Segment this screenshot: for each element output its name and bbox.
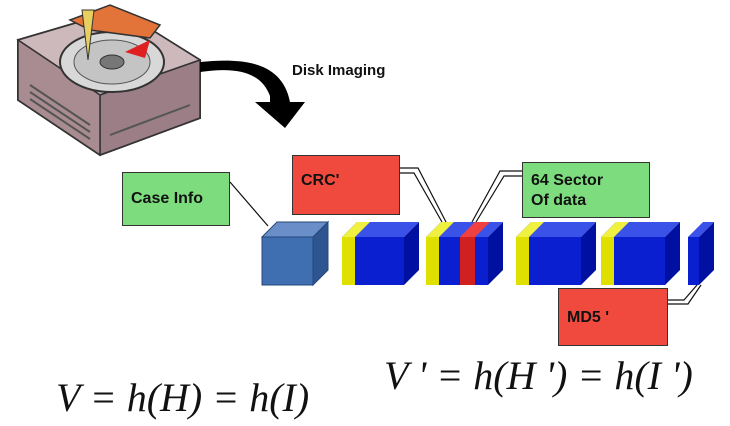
sector-line-1: 64 Sector xyxy=(531,172,604,189)
data-block-4 xyxy=(601,222,680,285)
sector-line-2: Of data xyxy=(531,192,587,209)
disk-imaging-arrow xyxy=(200,60,305,128)
md5-label: MD5 ' xyxy=(558,288,668,346)
md5-connector xyxy=(668,284,698,301)
md5-text: MD5 ' xyxy=(567,309,610,326)
case-info-label: Case Info xyxy=(122,172,230,226)
crc-label: CRC' xyxy=(292,155,400,215)
case-info-connector xyxy=(229,181,269,227)
case-info-block xyxy=(260,220,330,287)
original-hash-formula: V = h(H) = h(I) xyxy=(56,375,310,420)
crc-connector xyxy=(400,167,447,223)
crc-text: CRC' xyxy=(301,172,340,189)
md5-block xyxy=(688,222,714,285)
image-hash-formula: V ' = h(H ') = h(I ') xyxy=(384,353,693,398)
data-block-1 xyxy=(342,222,419,285)
sector-label: 64 Sector Of data xyxy=(522,162,650,218)
hard-drive-icon xyxy=(16,4,202,157)
data-block-crc xyxy=(426,222,503,285)
disk-imaging-label: Disk Imaging xyxy=(292,62,386,79)
data-block-3 xyxy=(516,222,596,285)
sector-connector xyxy=(471,170,522,223)
